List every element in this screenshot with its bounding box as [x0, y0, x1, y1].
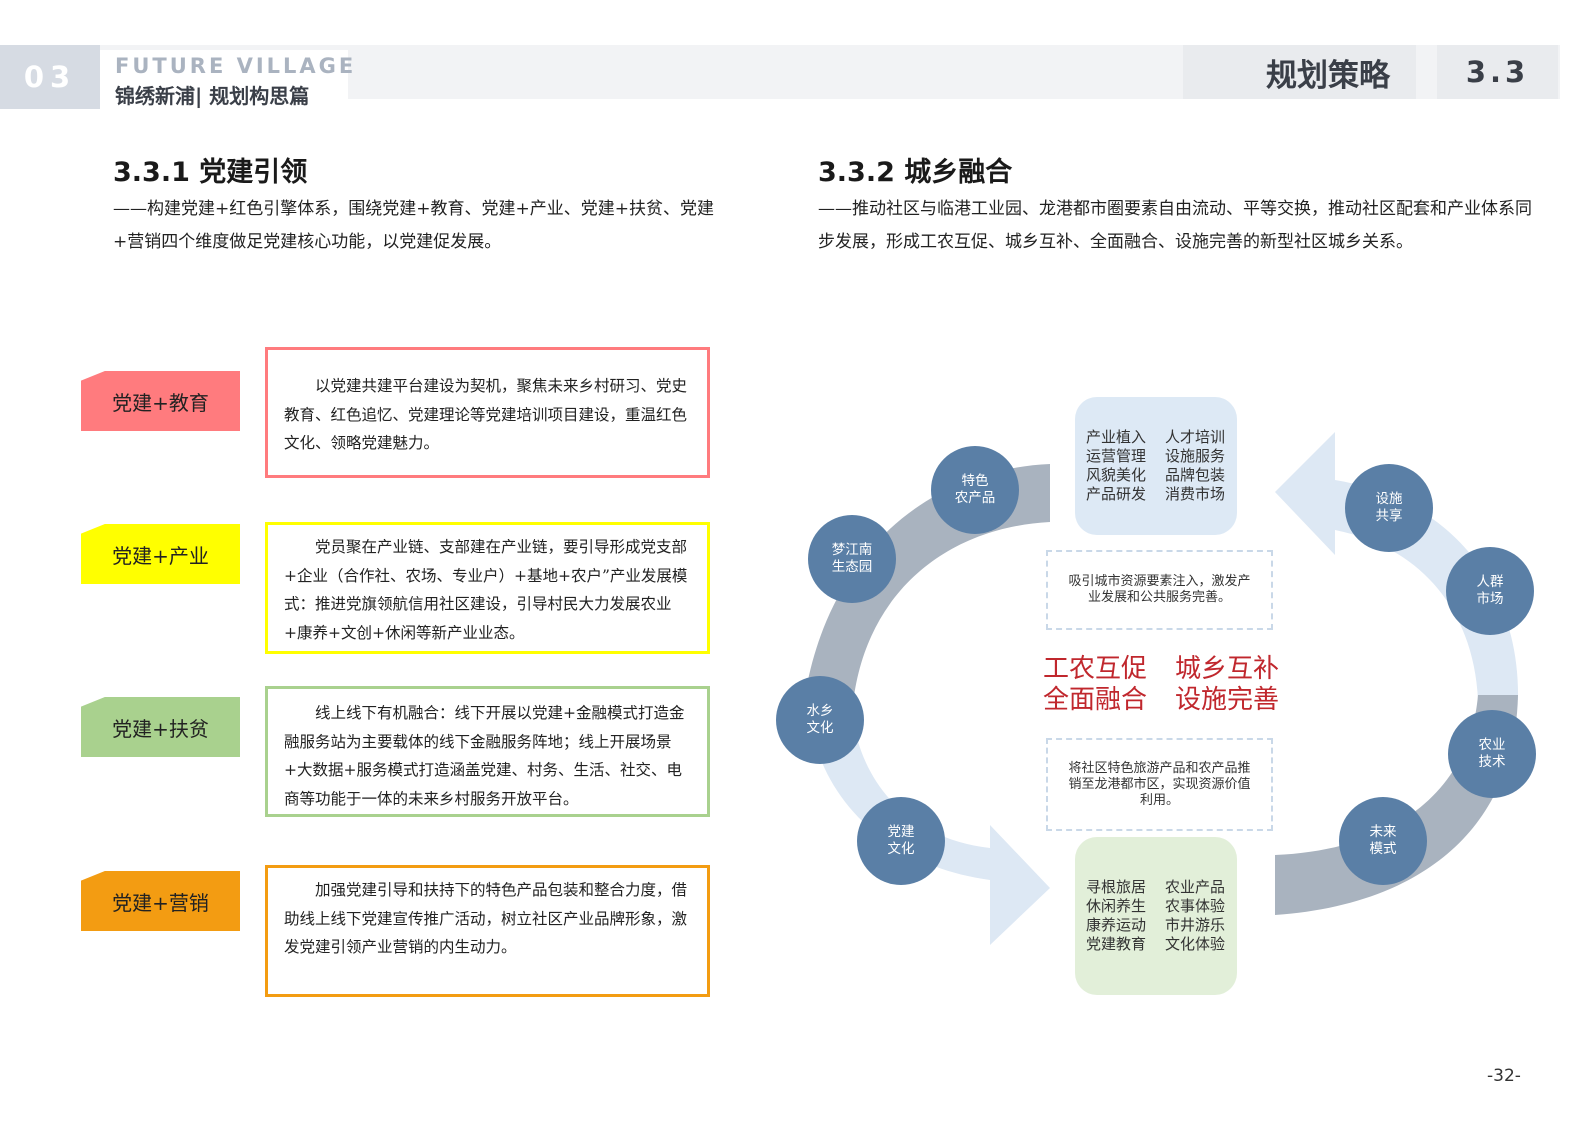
strategy-title: 规划策略 — [1266, 57, 1390, 94]
chapter-number: 03 — [0, 45, 100, 109]
text-education: 以党建共建平台建设为契机，聚焦未来乡村研习、党史教育、红色追忆、党建理论等党建培… — [284, 377, 688, 452]
text-box-industry: 党员聚在产业链、支部建在产业链，要引导形成党支部+企业（合作社、农场、专业户）+… — [265, 522, 710, 654]
top-row: 产业植入人才培训 — [1086, 428, 1226, 446]
right-gray-arrow — [1275, 695, 1518, 915]
header-title-en: FUTURE VILLAGE — [115, 54, 357, 78]
text-poverty: 线上线下有机融合：线下开展以党建+金融模式打造金融服务站为主要载体的线下金融服务… — [284, 704, 685, 808]
bottom-resource-box: 寻根旅居农业产品 休闲养生农事体验 康养运动市井游乐 党建教育文化体验 — [1075, 837, 1237, 995]
top-resource-box: 产业植入人才培训 运营管理设施服务 风貌美化品牌包装 产品研发消费市场 — [1075, 397, 1237, 535]
strategy-box — [1183, 45, 1416, 99]
circle-eco-park: 梦江南 生态园 — [808, 515, 896, 603]
section-title-urban-rural: 3.3.2 城乡融合 — [818, 157, 1013, 188]
circle-specialty-produce: 特色 农产品 — [931, 446, 1019, 534]
page-number: -32- — [1487, 1066, 1521, 1086]
bottom-row: 康养运动市井游乐 — [1086, 916, 1226, 934]
tag-marketing: 党建+营销 — [81, 871, 240, 931]
top-row: 产品研发消费市场 — [1086, 485, 1226, 503]
tag-education: 党建+教育 — [81, 371, 240, 431]
tag-industry: 党建+产业 — [81, 524, 240, 584]
text-box-poverty: 线上线下有机融合：线下开展以党建+金融模式打造金融服务站为主要载体的线下金融服务… — [265, 686, 710, 817]
top-row: 风貌美化品牌包装 — [1086, 466, 1226, 484]
bottom-row: 寻根旅居农业产品 — [1086, 878, 1226, 896]
section-title-party: 3.3.1 党建引领 — [113, 157, 308, 188]
circle-water-culture: 水乡 文化 — [776, 676, 864, 764]
top-row: 运营管理设施服务 — [1086, 447, 1226, 465]
text-industry: 党员聚在产业链、支部建在产业链，要引导形成党支部+企业（合作社、农场、专业户）+… — [284, 538, 688, 642]
slogan: 工农互促城乡互补 全面融合设施完善 — [1043, 654, 1307, 716]
header-title-box — [100, 50, 348, 108]
slogan-line: 全面融合设施完善 — [1043, 685, 1280, 715]
circle-future-model: 未来 模式 — [1339, 797, 1427, 885]
circle-agri-tech: 农业 技术 — [1448, 710, 1536, 798]
text-box-education: 以党建共建平台建设为契机，聚焦未来乡村研习、党史教育、红色追忆、党建理论等党建培… — [265, 347, 710, 478]
right-light-arrow — [1275, 432, 1519, 700]
upper-note: 吸引城市资源要素注入，激发产业发展和公共服务完善。 — [1046, 550, 1273, 630]
header-title-cn: 锦绣新浦| 规划构思篇 — [115, 84, 310, 108]
slogan-line: 工农互促城乡互补 — [1043, 654, 1280, 684]
text-marketing: 加强党建引导和扶持下的特色产品包装和整合力度，借助线上线下党建宣传推广活动，树立… — [284, 881, 688, 956]
bottom-row: 党建教育文化体验 — [1086, 935, 1226, 953]
lower-note: 将社区特色旅游产品和农产品推销至龙港都市区，实现资源价值利用。 — [1046, 738, 1273, 831]
section-desc-urban-rural: ——推动社区与临港工业园、龙港都市圈要素自由流动、平等交换，推动社区配套和产业体… — [818, 199, 1532, 252]
bottom-row: 休闲养生农事体验 — [1086, 897, 1226, 915]
circle-crowd-market: 人群 市场 — [1446, 547, 1534, 635]
text-box-marketing: 加强党建引导和扶持下的特色产品包装和整合力度，借助线上线下党建宣传推广活动，树立… — [265, 865, 710, 997]
circle-facility-sharing: 设施 共享 — [1345, 464, 1433, 552]
circle-party-culture: 党建 文化 — [857, 797, 945, 885]
section-number: 3.3 — [1437, 45, 1558, 99]
section-desc-party: ——构建党建+红色引擎体系，围绕党建+教育、党建+产业、党建+扶贫、党建+营销四… — [113, 199, 714, 252]
tag-poverty: 党建+扶贫 — [81, 697, 240, 757]
